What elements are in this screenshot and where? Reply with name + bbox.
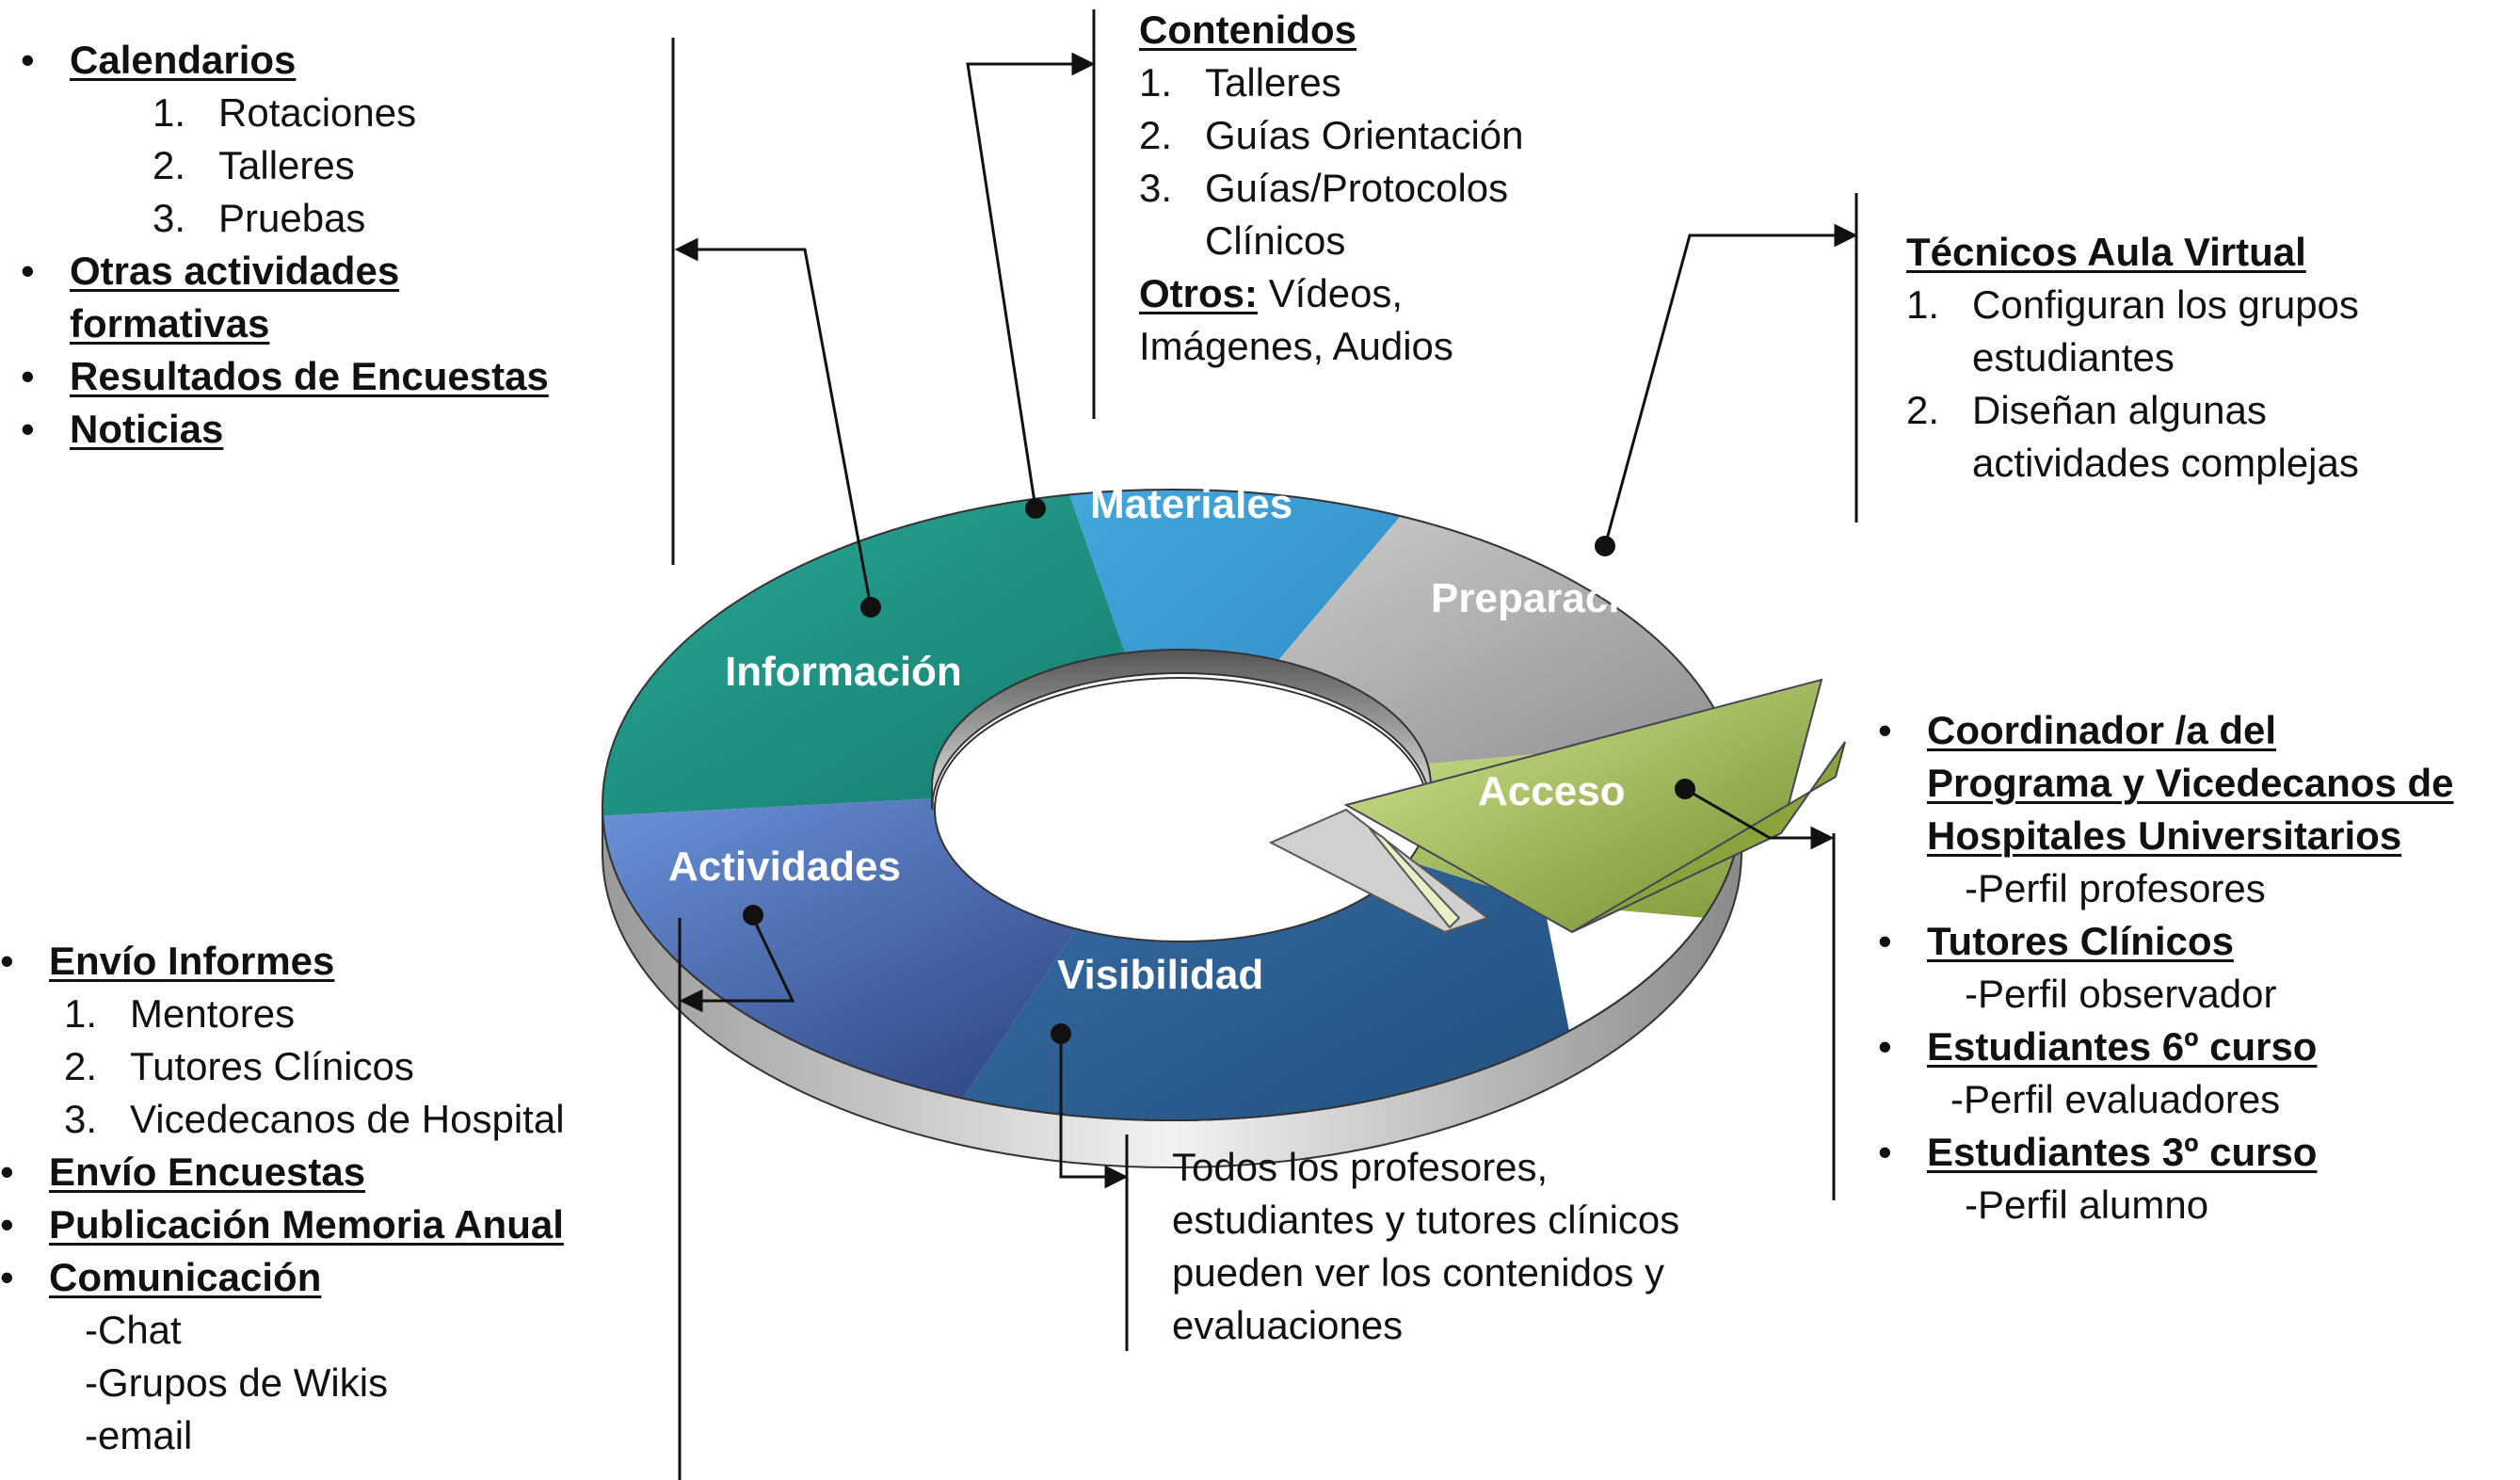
list-item: 3.Pruebas <box>152 196 366 240</box>
list-item: Otras actividades formativas <box>21 245 549 350</box>
list-item: Envío Encuestas <box>0 1146 565 1198</box>
list-item: Comunicación -Chat -Grupos de Wikis -ema… <box>0 1251 565 1462</box>
otros-line: Otros: Vídeos, <box>1139 271 1404 315</box>
acceso-box: Coordinador /a del Programa y Vicedecano… <box>1878 704 2454 1231</box>
list-item: 3.Vicedecanos de Hospital <box>64 1097 565 1141</box>
segment-actividades <box>602 786 1172 1120</box>
list-item: 2.Tutores Clínicos <box>64 1044 414 1088</box>
preparacion-box: Técnicos Aula Virtual 1.Configuran los g… <box>1906 226 2359 490</box>
contenidos-heading: Contenidos <box>1139 8 1356 52</box>
list-item: Estudiantes 3º curso -Perfil alumno <box>1878 1126 2454 1231</box>
actividades-box: Envío Informes 1.Mentores 2.Tutores Clín… <box>0 935 565 1462</box>
acceso-piece-edge <box>1571 741 1846 933</box>
segment-label-actividades: Actividades <box>668 844 901 890</box>
list-item: Resultados de Encuestas <box>21 350 549 403</box>
list-item: Noticias <box>21 403 549 456</box>
list-item: Calendarios 1.Rotaciones 2.Talleres 3.Pr… <box>21 34 549 245</box>
visibilidad-box: Todos los profesores, estudiantes y tuto… <box>1172 1145 1680 1347</box>
tecnicos-heading: Técnicos Aula Virtual <box>1906 230 2306 274</box>
segment-label-materiales: Materiales <box>1090 481 1292 527</box>
list-item: 2.Talleres <box>152 143 355 187</box>
connectors <box>671 9 1858 1480</box>
list-item: Envío Informes 1.Mentores 2.Tutores Clín… <box>0 935 565 1146</box>
materiales-box: Contenidos 1.Talleres 2.Guías Orientació… <box>1139 4 1524 373</box>
segment-label-acceso: Acceso <box>1478 768 1626 814</box>
segment-informacion <box>602 490 1172 828</box>
list-item: Coordinador /a del Programa y Vicedecano… <box>1878 704 2454 915</box>
list-item: 2.Guías Orientación <box>1139 113 1524 157</box>
calendarios-heading: Calendarios <box>70 38 297 82</box>
segment-label-visibilidad: Visibilidad <box>1057 952 1263 998</box>
segment-label-preparacion: Preparación <box>1431 575 1670 621</box>
list-item: 1.Rotaciones <box>152 90 417 135</box>
list-item: Estudiantes 6º curso -Perfil evaluadores <box>1878 1021 2454 1126</box>
list-item: 1.Mentores <box>64 991 296 1036</box>
informacion-box: Calendarios 1.Rotaciones 2.Talleres 3.Pr… <box>21 34 549 456</box>
list-item: Tutores Clínicos -Perfil observador <box>1878 915 2454 1021</box>
segment-label-informacion: Información <box>725 649 962 695</box>
acceso-gap-wall-2 <box>1369 828 1461 929</box>
connector-dots <box>743 498 1695 1044</box>
list-item: Publicación Memoria Anual <box>0 1198 565 1251</box>
list-item: 1.Talleres <box>1139 60 1341 105</box>
